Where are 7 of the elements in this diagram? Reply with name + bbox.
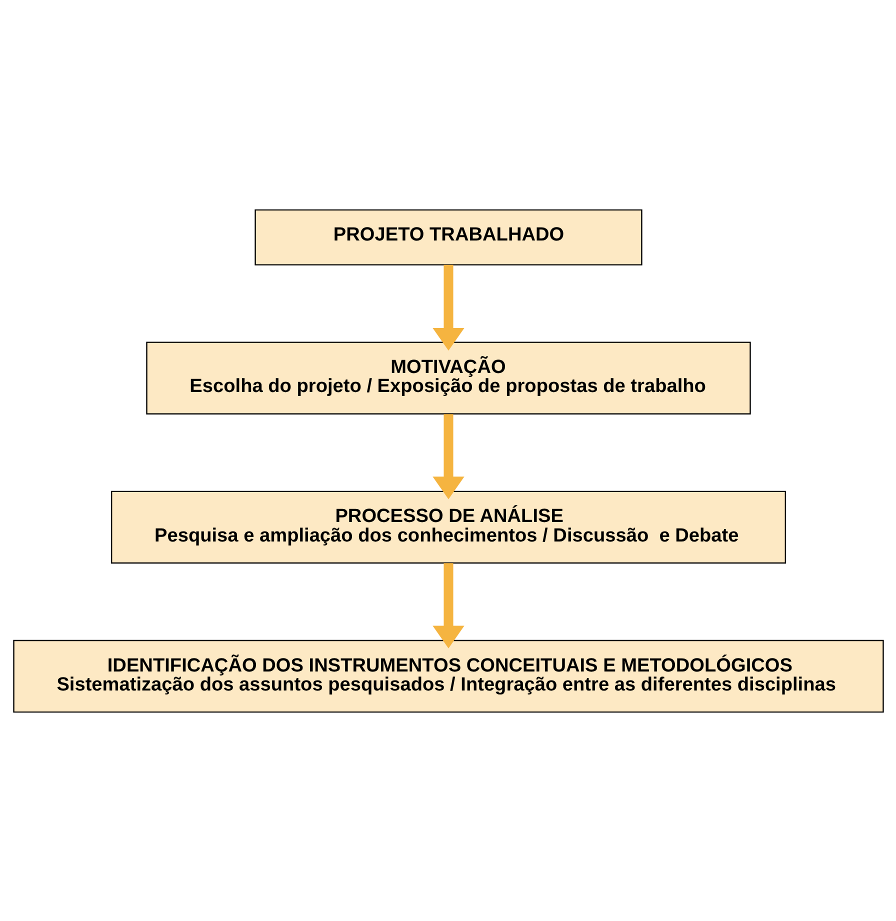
node-box: IDENTIFICAÇÃO DOS INSTRUMENTOS CONCEITUAIS E METODOLÓGICOS Sistematização dos assuntos pesquisados / Integração entre as diferentes disciplinas (12, 639, 884, 712)
node-box: PROCESSO DE ANÁLISE Pesquisa e ampliação dos conhecimentos / Discussão e Debate (110, 490, 786, 564)
node-box: PROJETO TRABALHADO (254, 208, 642, 265)
arrow (432, 264, 464, 350)
node-box: MOTIVAÇÃO Escolha do projeto / Exposição de propostas de trabalho (146, 341, 750, 414)
arrow (432, 414, 464, 499)
arrow (432, 562, 464, 648)
